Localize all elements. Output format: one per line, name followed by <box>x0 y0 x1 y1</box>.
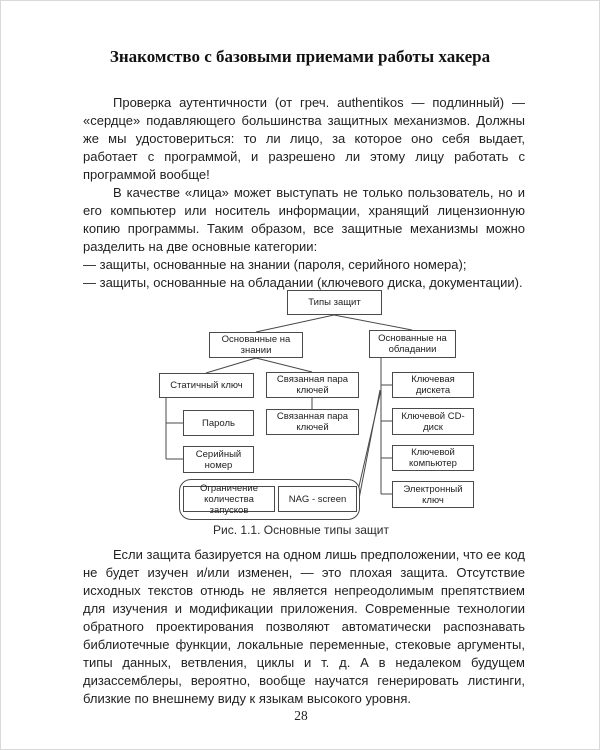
list-item-knowledge: — защиты, основанные на знании (пароля, … <box>83 257 467 272</box>
figure-protection-types: Типы защит Основанные на знании Основанн… <box>1 290 600 540</box>
node-password: Пароль <box>183 410 254 436</box>
node-root: Типы защит <box>287 290 382 315</box>
node-static-key: Статичный ключ <box>159 373 254 398</box>
list-item-possession: — защиты, основанные на обладании (ключе… <box>83 275 523 290</box>
node-key-computer: Ключевой компьютер <box>392 445 474 471</box>
node-linked-key-pair-1: Связанная пара ключей <box>266 372 359 398</box>
node-key-diskette: Ключевая дискета <box>392 372 474 398</box>
node-knowledge-based: Основанные на знании <box>209 332 303 358</box>
page-number: 28 <box>294 708 308 723</box>
node-launch-limit: Ограничение количества запусков <box>183 483 275 516</box>
node-possession-based: Основанные на обладании <box>369 330 456 358</box>
figure-caption: Рис. 1.1. Основные типы защит <box>213 523 389 537</box>
node-electronic-key: Электронный ключ <box>392 481 474 508</box>
page-title: Знакомство с базовыми приемами работы ха… <box>109 47 491 66</box>
node-key-cd: Ключевой CD-диск <box>392 408 474 435</box>
node-serial-number: Серийный номер <box>183 446 254 473</box>
paragraph-authenticity: Проверка аутентичности (от греч. authent… <box>83 95 525 182</box>
node-linked-key-pair-2: Связанная пара ключей <box>266 409 359 435</box>
node-nag-screen: NAG - screen <box>278 486 357 512</box>
paragraph-entity: В качестве «лица» может выступать не тол… <box>83 185 525 254</box>
paragraph-reverse-engineering: Если защита базируется на одном лишь пре… <box>83 547 525 706</box>
